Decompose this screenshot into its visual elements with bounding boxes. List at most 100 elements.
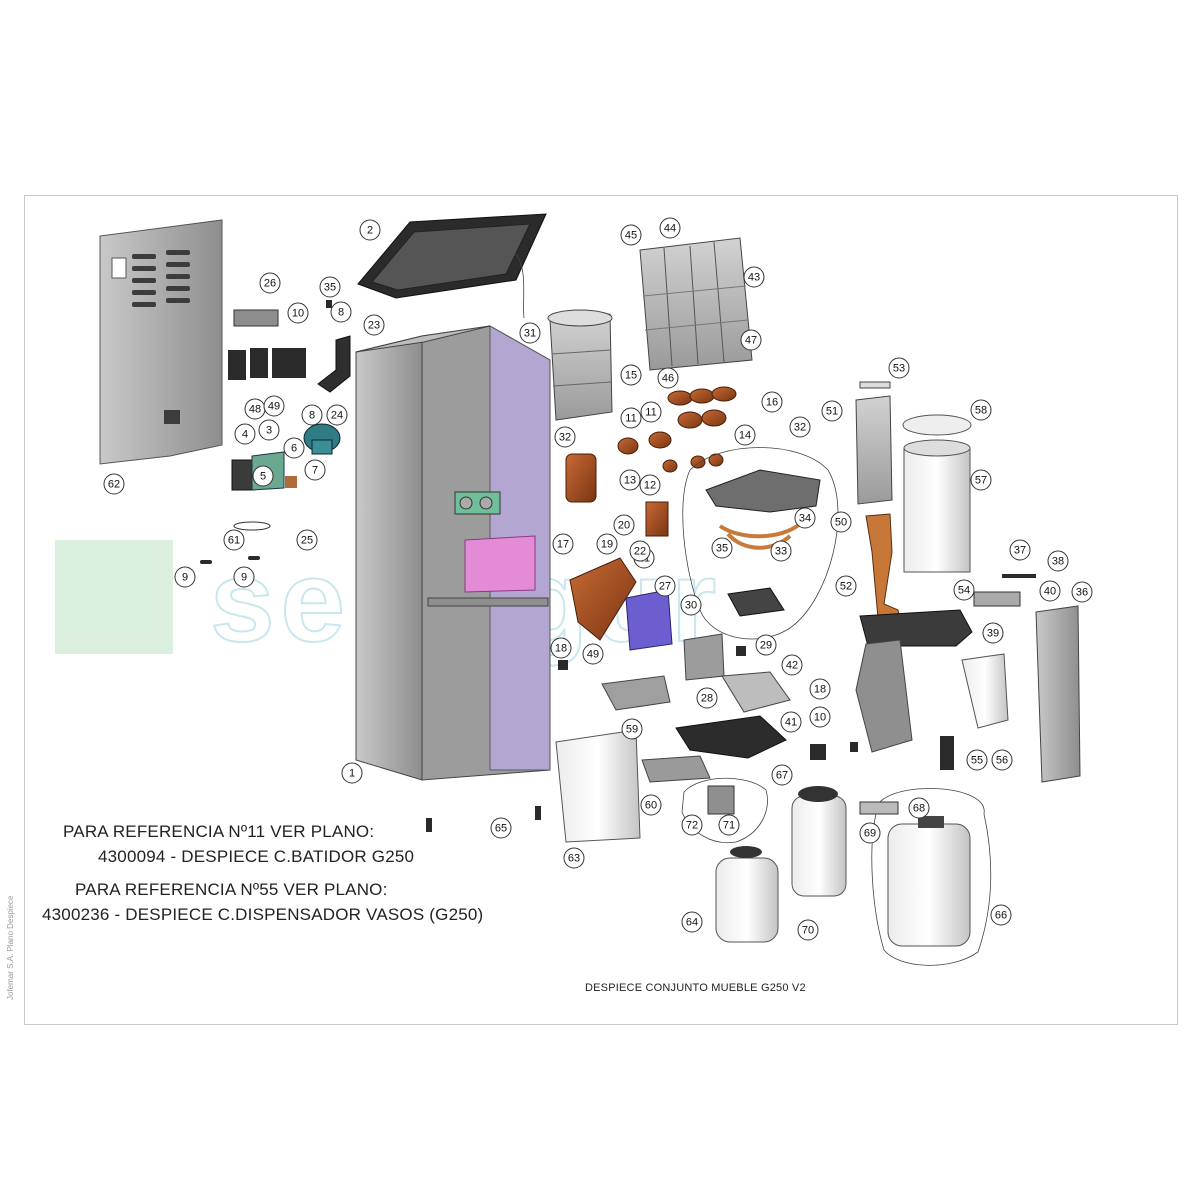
- callout-label: 53: [893, 363, 905, 375]
- callout-label: 67: [776, 770, 788, 782]
- callout-label: 38: [1052, 556, 1064, 568]
- callout-label: 4: [242, 429, 248, 441]
- callout-label: 11: [625, 413, 636, 425]
- callout-label: 24: [331, 410, 343, 422]
- callout-label: 6: [291, 443, 297, 455]
- callout-label: 27: [659, 581, 671, 593]
- callout-label: 20: [618, 520, 630, 532]
- callout-label: 57: [975, 475, 987, 487]
- callout-65: 65: [490, 817, 512, 839]
- callout-label: 64: [686, 917, 698, 929]
- callout-label: 28: [701, 693, 713, 705]
- callout-label: 2: [367, 225, 373, 237]
- callout-label: 19: [601, 539, 613, 551]
- callout-label: 32: [794, 422, 806, 434]
- callout-54: 54: [953, 579, 975, 601]
- part-pump: [303, 423, 341, 455]
- callout-42: 42: [781, 654, 803, 676]
- callout-12: 12: [639, 474, 661, 496]
- callout-7: 7: [304, 459, 326, 481]
- callout-label: 16: [766, 397, 778, 409]
- callout-label: 18: [814, 684, 826, 696]
- callout-35: 35: [711, 537, 733, 559]
- callout-71: 71: [718, 814, 740, 836]
- callout-14: 14: [734, 424, 756, 446]
- callout-label: 56: [996, 755, 1008, 767]
- part-water-filters: [681, 777, 992, 966]
- callout-11: 11: [620, 407, 642, 429]
- callout-label: 45: [625, 230, 637, 242]
- callout-26: 26: [259, 272, 281, 294]
- callout-label: 10: [292, 308, 304, 320]
- callout-37: 37: [1009, 539, 1031, 561]
- callout-16: 16: [761, 391, 783, 413]
- callout-label: 37: [1014, 545, 1026, 557]
- part-main-cabinet: [355, 325, 551, 781]
- callout-62: 62: [103, 473, 125, 495]
- callout-61: 61: [223, 529, 245, 551]
- callout-label: 29: [760, 640, 772, 652]
- callout-32: 32: [554, 426, 576, 448]
- callout-18: 18: [809, 678, 831, 700]
- callout-5: 5: [252, 465, 274, 487]
- part-waste-bucket: [555, 729, 641, 843]
- callout-39: 39: [982, 622, 1004, 644]
- callout-label: 41: [785, 717, 797, 729]
- callout-label: 69: [864, 828, 876, 840]
- part-canister: [547, 309, 613, 421]
- callout-70: 70: [797, 919, 819, 941]
- callout-48: 48: [244, 398, 266, 420]
- callout-47: 47: [740, 329, 762, 351]
- callout-50: 50: [830, 511, 852, 533]
- callout-20: 20: [613, 514, 635, 536]
- callout-label: 35: [716, 543, 728, 555]
- callout-label: 1: [349, 768, 355, 780]
- callout-10: 10: [809, 706, 831, 728]
- callout-label: 34: [799, 513, 811, 525]
- callout-label: 51: [826, 406, 838, 418]
- callout-label: 23: [368, 320, 380, 332]
- callout-56: 56: [991, 749, 1013, 771]
- callout-label: 35: [324, 282, 336, 294]
- callout-24: 24: [326, 404, 348, 426]
- callout-4: 4: [234, 423, 256, 445]
- callout-label: 32: [559, 432, 571, 444]
- callout-34: 34: [794, 507, 816, 529]
- callout-6: 6: [283, 437, 305, 459]
- callout-label: 15: [625, 370, 637, 382]
- callout-44: 44: [659, 217, 681, 239]
- callout-label: 12: [644, 480, 656, 492]
- callout-31: 31: [519, 322, 541, 344]
- callout-label: 50: [835, 517, 847, 529]
- callout-8: 8: [301, 404, 323, 426]
- callout-label: 30: [685, 600, 697, 612]
- reference-note-11-title: PARA REFERENCIA Nº11 VER PLANO:: [63, 822, 375, 841]
- callout-label: 36: [1076, 587, 1088, 599]
- callout-label: 11: [645, 407, 656, 419]
- part-dispenser-base: [855, 605, 1081, 783]
- callout-label: 60: [645, 800, 657, 812]
- callout-label: 7: [312, 465, 318, 477]
- callout-label: 47: [745, 335, 757, 347]
- callout-64: 64: [681, 911, 703, 933]
- callout-55: 55: [966, 749, 988, 771]
- callout-label: 42: [786, 660, 798, 672]
- reference-note-11-drawing: 4300094 - DESPIECE C.BATIDOR G250: [98, 847, 415, 866]
- callout-label: 65: [495, 823, 507, 835]
- callout-1: 1: [341, 762, 363, 784]
- callout-69: 69: [859, 822, 881, 844]
- side-caption: Jofemar S.A. Plano Despiece: [6, 895, 15, 1001]
- callout-17: 17: [552, 533, 574, 555]
- sheet-title: DESPIECE CONJUNTO MUEBLE G250 V2: [585, 982, 806, 994]
- callout-66: 66: [990, 904, 1012, 926]
- callout-63: 63: [563, 847, 585, 869]
- callout-52: 52: [835, 575, 857, 597]
- callout-43: 43: [743, 266, 765, 288]
- callout-58: 58: [970, 399, 992, 421]
- callout-46: 46: [657, 367, 679, 389]
- callout-label: 72: [686, 820, 698, 832]
- callout-30: 30: [680, 594, 702, 616]
- callout-label: 63: [568, 853, 580, 865]
